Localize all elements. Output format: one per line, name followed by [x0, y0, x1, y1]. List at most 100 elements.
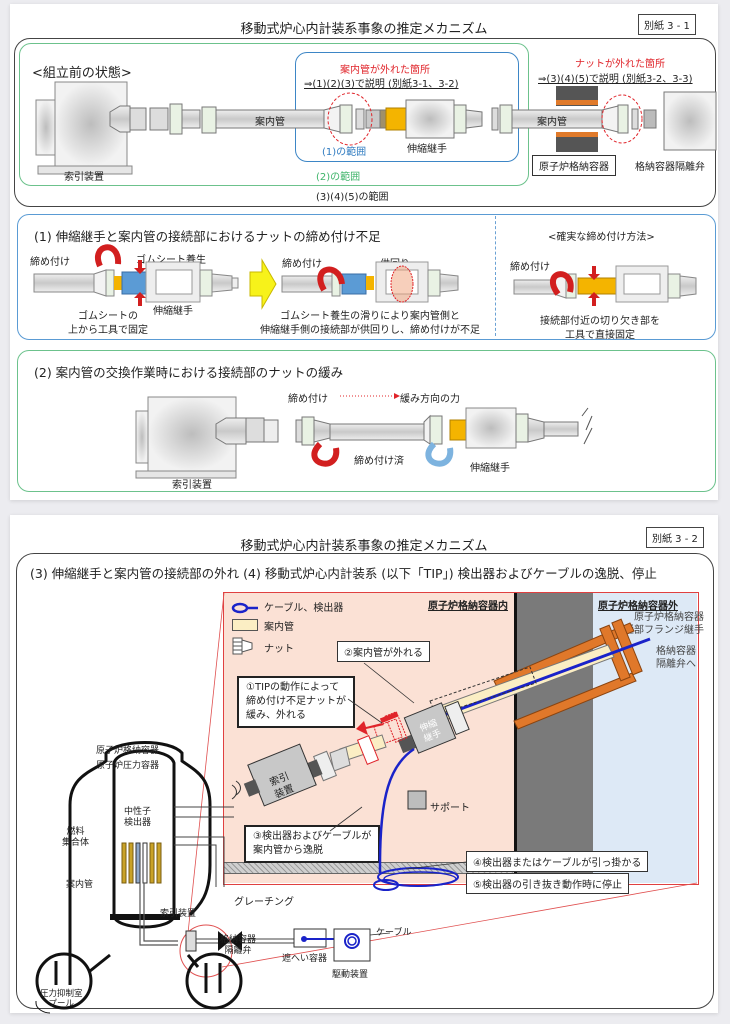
- step-1-callout: ①TIPの動作によって 締め付け不足ナットが 緩み、外れる: [237, 676, 355, 728]
- proper-method-heading: <確実な締め付け方法>: [548, 232, 655, 243]
- label-range-345: (3)(4)(5)の範囲: [316, 192, 389, 203]
- label-isolation-valve: 格納容器隔離弁: [635, 162, 705, 173]
- tighten-arrow-s2: [311, 441, 340, 467]
- legend-label-guide-tube: 案内管: [264, 622, 294, 633]
- transition-arrow: [249, 258, 277, 310]
- tighten-arrow-c: [549, 271, 574, 296]
- nut-icon: [232, 637, 253, 655]
- label-rubber-sheet: ゴムシート養生: [136, 255, 206, 266]
- sheet-number: 別紙 3 - 1: [638, 14, 696, 35]
- label-fix-note: ゴムシートの 上から工具で固定: [68, 311, 148, 336]
- reactor-schematic: [35, 741, 391, 1014]
- detail-frame: [223, 592, 699, 885]
- section-2-drawing: [135, 393, 593, 479]
- indexing-device-base: [37, 165, 133, 175]
- label-tighten-c: 締め付け: [510, 262, 550, 273]
- guide-tube-icon: [232, 619, 258, 631]
- expansion-joint-s2: [465, 407, 517, 449]
- label-indexing-device: 索引装置: [64, 172, 104, 183]
- label-drive-unit: 駆動装置: [332, 970, 369, 980]
- section-1-panel: [17, 214, 716, 340]
- callout-left-ref: ⇒(1)(2)(3)で説明 (別紙3-1、3-2): [304, 79, 459, 90]
- legend: ケーブル、検出器 案内管 ナット: [231, 599, 352, 659]
- label-indexing-device-s2: 索引装置: [172, 480, 212, 491]
- callout-right-ref: ⇒(3)(4)(5)で説明 (別紙3-2、3-3): [538, 74, 693, 85]
- legend-item-cable: ケーブル、検出器: [231, 599, 343, 618]
- step-5-callout: ⑤検出器の引き抜き動作時に停止: [466, 873, 629, 894]
- figure-frame: [16, 553, 714, 1009]
- zone-outside-label: 原子炉格納容器外: [598, 601, 678, 612]
- containment-vessel-outline: [68, 741, 212, 971]
- label-proper-note: 接続部付近の切り欠き部を 工具で直接固定: [540, 316, 660, 341]
- label-expansion-joint: 伸縮継手: [407, 144, 447, 155]
- section-2-heading: (2) 案内管の交換作業時における接続部のナットの緩み: [34, 365, 344, 380]
- guide-tube-s2: [329, 423, 425, 441]
- suppression-pool-left: [35, 952, 93, 1010]
- co-rotation-marker: [390, 265, 414, 303]
- label-containment: 原子炉格納容器: [532, 155, 616, 176]
- label-containment-vessel: 原子炉格納容器: [96, 746, 160, 756]
- loosen-direction-arrowhead: [394, 393, 400, 399]
- step-3-callout: ③検出器およびケーブルが 案内管から逸脱: [244, 825, 381, 863]
- expansion-joint-zoom: [403, 702, 457, 754]
- section-1-divider: [495, 216, 496, 336]
- slide-page-1: 移動式炉心内計装系事象の推定メカニズム 別紙 3 - 1 <組立前の状態> 案内…: [10, 4, 718, 500]
- overview-assembly-drawing: [35, 81, 717, 175]
- page-2-heading: (3) 伸縮継手と案内管の接続部の外れ (4) 移動式炉心内計装系 (以下「TI…: [30, 566, 657, 581]
- callout-right-title: ナットが外れた箇所: [575, 59, 665, 70]
- section-1-drawing: [33, 244, 697, 310]
- label-penetration: 原子炉格納容器 貫通部フランジ継手: [614, 612, 704, 636]
- suppression-pool-right: [185, 952, 243, 1010]
- section-1-heading: (1) 伸縮継手と案内管の接続部におけるナットの締め付け不足: [34, 229, 381, 244]
- tightened-arrow-s2: [425, 441, 454, 467]
- label-loosen-force: 緩み方向の力: [400, 394, 460, 405]
- label-guide-tube-reactor: 案内管: [66, 880, 94, 890]
- support-block: [407, 790, 427, 810]
- label-tightened: 締め付け済: [354, 456, 404, 467]
- label-slip-note: ゴムシート養生の滑りにより案内管側と 伸縮継手側の接続部が供回りし、締め付けが不…: [260, 311, 480, 336]
- label-suppression-pool: 圧力抑制室 プール: [40, 989, 83, 1009]
- label-range-2: (2)の範囲: [316, 172, 361, 183]
- label-expansion-joint-s2: 伸縮継手: [470, 463, 510, 474]
- detachment-point-circle-2: [601, 94, 643, 144]
- label-to-valve: 格納容器 隔離弁へ: [656, 646, 696, 670]
- indexing-device-small: [185, 930, 197, 952]
- expansion-joint: [405, 99, 455, 139]
- page-title-2: 移動式炉心内計装系事象の推定メカニズム: [240, 539, 488, 554]
- label-indexing-device-reactor: 索引装置: [160, 909, 197, 919]
- isolation-valve: [663, 91, 717, 151]
- label-isolation-valve-reactor: 格納容器 隔離弁: [220, 935, 257, 956]
- label-fuel-assembly: 燃料 集合体: [62, 827, 90, 848]
- label-tighten-a: 締め付け: [30, 257, 70, 268]
- tighten-arrow-b: [317, 266, 345, 292]
- step-2-callout: ②案内管が外れる: [337, 641, 430, 662]
- containment-wall: [514, 593, 596, 883]
- label-support: サポート: [430, 803, 470, 814]
- label-shield-container: 遮へい容器: [282, 954, 328, 964]
- cable-line: [427, 637, 651, 723]
- label-cable: ケーブル: [376, 928, 412, 938]
- range-1-box: [295, 52, 519, 162]
- sheet-number-2: 別紙 3 - 2: [646, 527, 704, 548]
- label-neutron-detector: 中性子 検出器: [124, 807, 152, 828]
- label-tighten-b: 締め付け: [282, 259, 322, 270]
- label-expansion-joint-s1: 伸縮継手: [153, 306, 193, 317]
- overview-heading: <組立前の状態>: [32, 66, 132, 81]
- zone-inside-label: 原子炉格納容器内: [428, 601, 508, 612]
- label-guide-tube-2: 案内管: [537, 117, 567, 128]
- legend-label-cable: ケーブル、検出器: [264, 603, 344, 614]
- pressure-vessel-outline: [112, 749, 176, 777]
- cable-detector-icon: [231, 602, 258, 614]
- label-grating: グレーチング: [234, 897, 294, 908]
- detail-drawing: [179, 592, 698, 978]
- isolation-valve-symbol: [218, 931, 230, 951]
- neutron-detector-tube: [135, 842, 141, 884]
- detach-direction-arrow: [356, 721, 384, 735]
- label-range-1: (1)の範囲: [322, 147, 367, 158]
- detachment-point-circle-1: [327, 92, 373, 146]
- label-guide-tube-1: 案内管: [255, 117, 285, 128]
- label-tighten-s2: 締め付け: [288, 394, 328, 405]
- legend-label-nut: ナット: [264, 644, 294, 655]
- escaped-cable: [378, 747, 415, 873]
- label-pressure-vessel: 原子炉圧力容器: [96, 761, 160, 771]
